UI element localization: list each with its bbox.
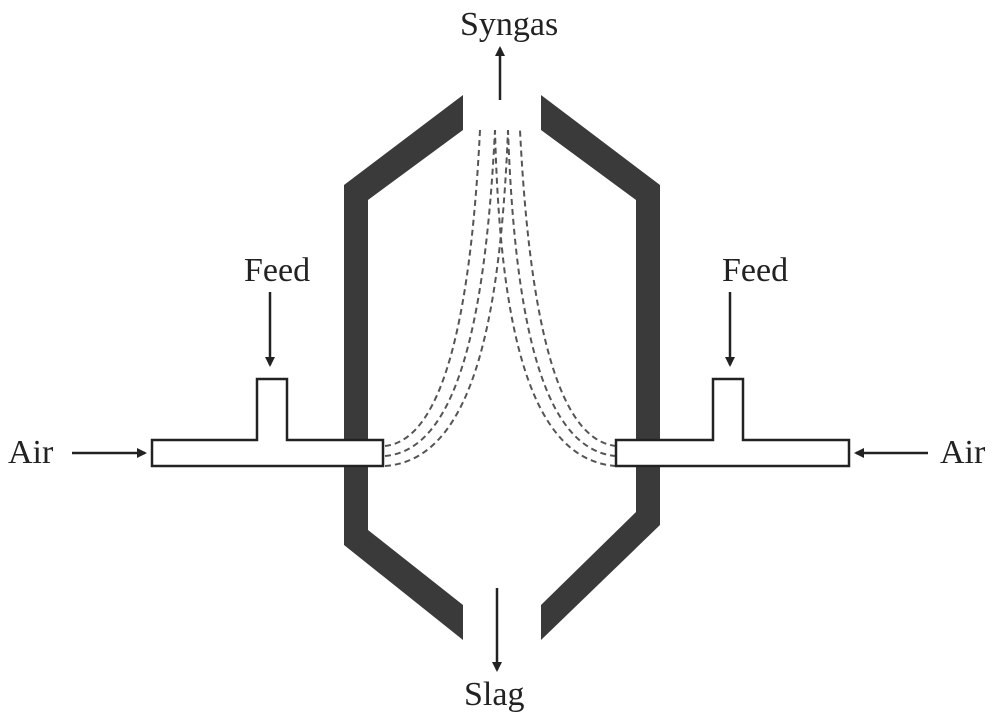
- slag-label: Slag: [464, 676, 525, 713]
- burner-pipe-left: [150, 377, 385, 468]
- syngas-label: Syngas: [460, 6, 559, 43]
- air-label-right: Air: [940, 434, 986, 471]
- reactor-wall-left: [344, 95, 463, 640]
- air-label-left: Air: [8, 434, 54, 471]
- feed-label-left: Feed: [244, 252, 311, 289]
- feed-label-right: Feed: [722, 252, 789, 289]
- burner-pipe-right: [614, 377, 851, 468]
- reactor-wall-right: [541, 95, 660, 640]
- flame-flow-lines: [384, 129, 617, 467]
